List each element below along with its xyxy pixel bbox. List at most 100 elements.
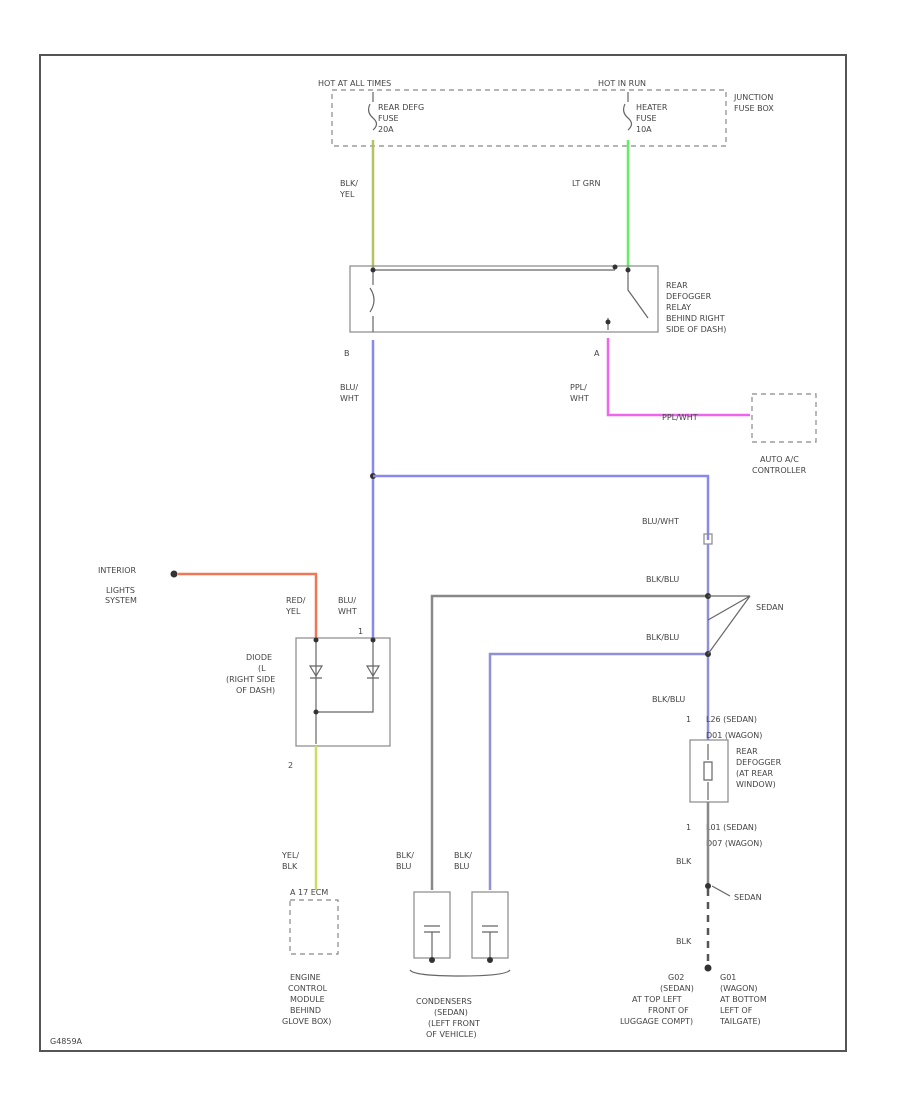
sedan-label-2: SEDAN bbox=[734, 893, 762, 902]
blk-blu-wire-condenser-1 bbox=[430, 594, 708, 890]
relay-label-3: RELAY bbox=[666, 303, 691, 312]
l01-connector-label: L01 (SEDAN) bbox=[706, 823, 757, 832]
rear-defg-fuse-label: REAR DEFG bbox=[378, 103, 424, 112]
sedan-pointer-lines bbox=[707, 595, 751, 655]
g01-ground-label-2: (WAGON) bbox=[720, 984, 758, 993]
ecm-label-5: GLOVE BOX) bbox=[282, 1017, 331, 1026]
g01-ground-label-4: LEFT OF bbox=[720, 1006, 753, 1015]
blk-blu-wire-condenser-2 bbox=[488, 652, 708, 890]
blk-blu-label: BLK/BLU bbox=[646, 575, 679, 584]
rear-defogger-label-2: DEFOGGER bbox=[736, 758, 782, 767]
diode-pin-2-label: 2 bbox=[288, 761, 293, 770]
blk-yel-label-2: YEL bbox=[339, 190, 355, 199]
sedan-pointer-line-2 bbox=[711, 885, 731, 897]
interior-lights-label: INTERIOR bbox=[98, 566, 137, 575]
auto-ac-label: AUTO A/C bbox=[760, 455, 799, 464]
diode-symbol-2 bbox=[365, 665, 381, 679]
blk-wire-label: BLK bbox=[676, 857, 692, 866]
auto-ac-controller-box bbox=[751, 393, 817, 443]
diode-label-2: (L bbox=[258, 664, 266, 673]
diode-block: DIODE (L (RIGHT SIDE OF DASH) bbox=[226, 637, 391, 747]
auto-ac-label-2: CONTROLLER bbox=[752, 466, 807, 475]
diode-node bbox=[313, 709, 319, 715]
relay-node-2 bbox=[612, 264, 618, 270]
condenser-2-wire-label: BLK/ bbox=[454, 851, 472, 860]
ecm-connector-label: A 17 ECM bbox=[290, 888, 328, 897]
blk-yel-label: BLK/ bbox=[340, 179, 358, 188]
relay-label: REAR bbox=[666, 281, 688, 290]
ecm-label-3: MODULE bbox=[290, 995, 325, 1004]
red-yel-label: RED/ bbox=[286, 596, 306, 605]
l26-connector-label: L26 (SEDAN) bbox=[706, 715, 757, 724]
blu-wht-label-2: WHT bbox=[340, 394, 359, 403]
g02-ground-label-5: LUGGAGE COMPT) bbox=[620, 1017, 693, 1026]
g02-ground-label-4: FRONT OF bbox=[648, 1006, 689, 1015]
condenser-bracket bbox=[409, 969, 511, 977]
diode-outline bbox=[295, 637, 391, 747]
diode-pin-node-2 bbox=[370, 637, 376, 643]
diode-pin-node bbox=[313, 637, 319, 643]
blk-blu-label-3: BLK/BLU bbox=[652, 695, 685, 704]
condenser-1-wire-label: BLK/ bbox=[396, 851, 414, 860]
rear-defg-fuse-rating: 20A bbox=[378, 125, 394, 134]
g02-ground-label-2: (SEDAN) bbox=[660, 984, 694, 993]
diode-label-3: (RIGHT SIDE bbox=[226, 675, 275, 684]
heater-fuse-label-2: FUSE bbox=[636, 114, 657, 123]
interior-lights-label-3: SYSTEM bbox=[105, 596, 137, 605]
fuse-box-label: FUSE BOX bbox=[734, 104, 774, 113]
relay-node-4 bbox=[605, 319, 611, 325]
relay-node bbox=[370, 267, 376, 273]
diode-symbol bbox=[308, 665, 324, 679]
ppl-wht-connector-label: PPL/WHT bbox=[662, 413, 698, 422]
ppl-wht-wire bbox=[606, 338, 750, 417]
diode-line-right bbox=[316, 640, 374, 713]
relay-label-4: BEHIND RIGHT bbox=[666, 314, 725, 323]
relay-label-5: SIDE OF DASH) bbox=[666, 325, 726, 334]
heater-fuse-rating: 10A bbox=[636, 125, 652, 134]
diode-label: DIODE bbox=[246, 653, 272, 662]
heater-fuse-symbol bbox=[622, 92, 633, 131]
g02-ground-label: G02 bbox=[668, 973, 684, 982]
condensers-label-2: (SEDAN) bbox=[434, 1008, 468, 1017]
condenser-2-wire-label-2: BLU bbox=[454, 862, 470, 871]
condensers-label-4: OF VEHICLE) bbox=[426, 1030, 477, 1039]
relay-outline bbox=[349, 265, 659, 333]
junction-label: JUNCTION bbox=[733, 93, 773, 102]
red-yel-wire bbox=[178, 572, 318, 640]
diagram-frame bbox=[39, 54, 847, 1052]
relay-label-2: DEFOGGER bbox=[666, 292, 712, 301]
blk-blu-label-2: BLK/BLU bbox=[646, 633, 679, 642]
diode-label-4: OF DASH) bbox=[236, 686, 275, 695]
blu-wht-diode-label-2: WHT bbox=[338, 607, 357, 616]
red-yel-label-2: YEL bbox=[285, 607, 301, 616]
ecm-label-4: BEHIND bbox=[290, 1006, 321, 1015]
relay-node-3 bbox=[625, 267, 631, 273]
rear-defogger-symbol bbox=[703, 744, 713, 800]
hot-at-all-times-label: HOT AT ALL TIMES bbox=[318, 79, 391, 88]
diode-pin-1-label: 1 bbox=[358, 627, 363, 636]
g01-ground-label-3: AT BOTTOM bbox=[720, 995, 767, 1004]
interior-lights-terminal bbox=[170, 570, 178, 578]
hot-in-run-label: HOT IN RUN bbox=[598, 79, 646, 88]
rear-defogger-grid-box bbox=[689, 739, 729, 803]
yel-blk-label-2: BLK bbox=[282, 862, 298, 871]
d07-connector-label: D07 (WAGON) bbox=[706, 839, 762, 848]
ecm-label: ENGINE bbox=[290, 973, 321, 982]
ppl-wht-label: PPL/ bbox=[570, 383, 587, 392]
g02-ground-label-3: AT TOP LEFT bbox=[632, 995, 682, 1004]
relay-switch-symbol bbox=[607, 270, 649, 330]
rear-defg-fuse-symbol bbox=[367, 92, 378, 131]
defogger-pin-1-label: 1 bbox=[686, 715, 691, 724]
blu-wht-diode-label: BLU/ bbox=[338, 596, 356, 605]
capacitor-symbol bbox=[424, 925, 498, 933]
ground-terminal bbox=[704, 964, 712, 972]
ppl-wht-label-2: WHT bbox=[570, 394, 589, 403]
condenser-1-wire-label-2: BLU bbox=[396, 862, 412, 871]
ecm-label-2: CONTROL bbox=[288, 984, 328, 993]
blu-wht-branch-wire bbox=[373, 474, 710, 540]
rear-defogger-label: REAR bbox=[736, 747, 758, 756]
g01-ground-label: G01 bbox=[720, 973, 736, 982]
condensers-label-3: (LEFT FRONT bbox=[428, 1019, 480, 1028]
rear-defogger-relay: REAR DEFOGGER RELAY BEHIND RIGHT SIDE OF… bbox=[349, 264, 726, 334]
